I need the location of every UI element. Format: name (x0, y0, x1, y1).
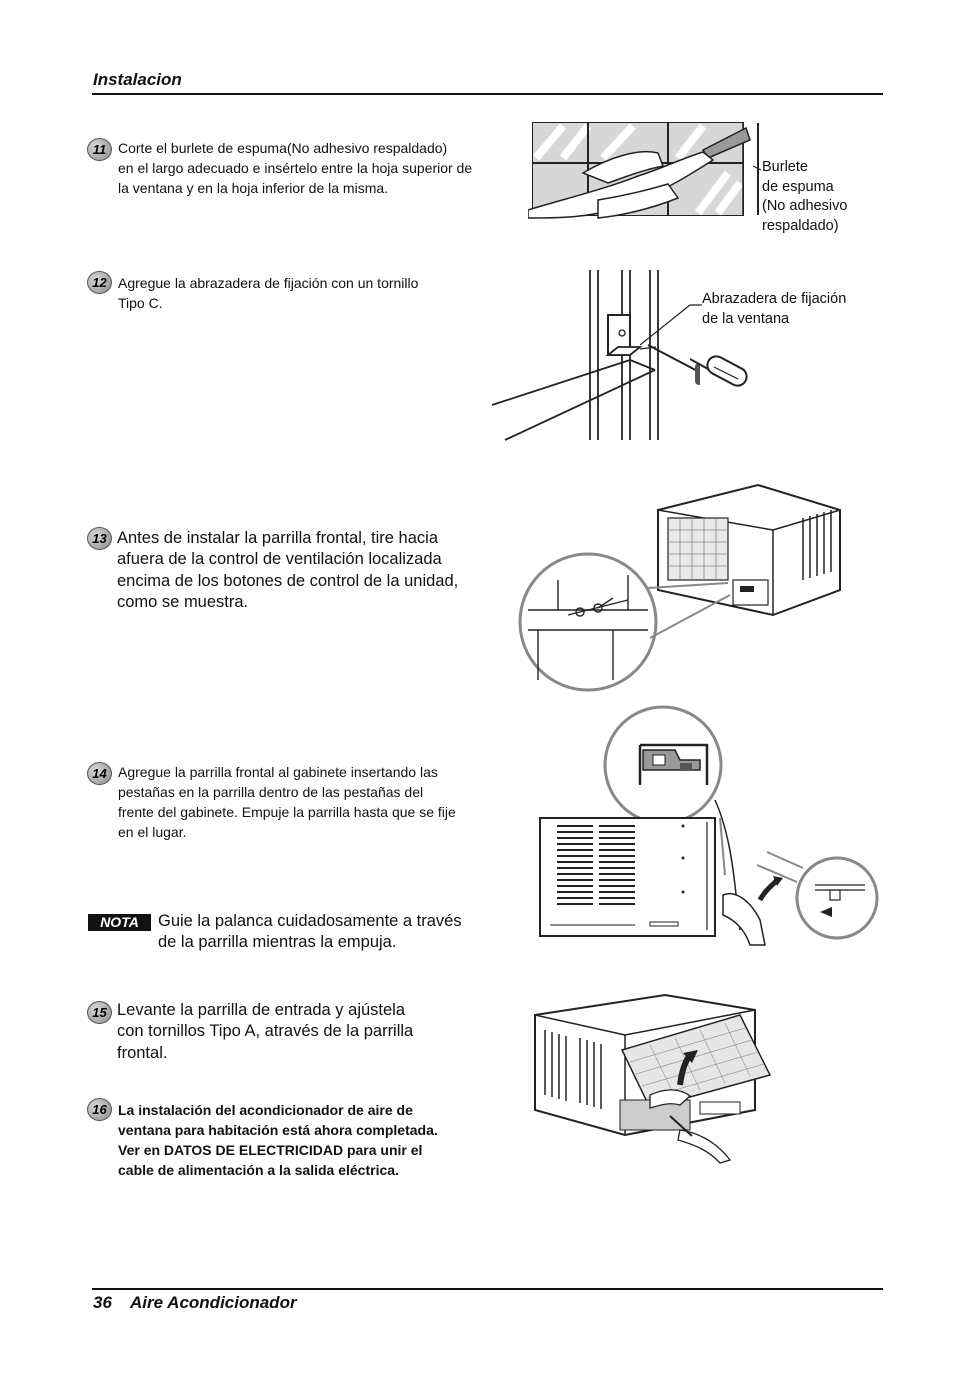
text-line: como se muestra. (117, 593, 249, 612)
bracket-figure (491, 270, 700, 441)
foam-callout: Burlete de espuma (No adhesivo respaldad… (762, 158, 847, 236)
step-12-text: Agregue la abrazadera de fijación con un… (118, 274, 418, 314)
step-13-badge: 13 (87, 527, 112, 550)
text-line: La instalación del acondicionador de air… (118, 1102, 413, 1118)
footer-label: Aire Acondicionador (130, 1293, 297, 1312)
text-line: frontal. (117, 1043, 168, 1062)
footer-rule (92, 1288, 883, 1290)
step-15-badge: 15 (87, 1001, 112, 1024)
page-header-title: Instalacion (93, 70, 182, 89)
header-rule (92, 93, 883, 95)
text-line: cable de alimentación a la salida eléctr… (118, 1161, 399, 1178)
text-line: Guie la palanca cuidadosamente a través (158, 912, 462, 930)
text-line: frente del gabinete. Empuje la parrilla … (118, 803, 456, 820)
text-line: pestañas en la parrilla dentro de las pe… (118, 783, 424, 800)
text-line: afuera de la control de ventilación loca… (117, 550, 442, 569)
text-line: Ver en DATOS DE ELECTRICIDAD para unir e… (118, 1141, 423, 1158)
step-16-text: La instalación del acondicionador de air… (118, 1101, 438, 1181)
step-14-badge: 14 (87, 762, 112, 785)
step-14-text: Agregue la parrilla frontal al gabinete … (118, 763, 456, 843)
callout-line: Abrazadera de fijación (702, 291, 847, 307)
text-line: Levante la parrilla de entrada y ajústel… (117, 1001, 406, 1019)
step-12-badge: 12 (87, 271, 112, 294)
text-line: en el largo adecuado e insértelo entre l… (118, 159, 473, 176)
step-15-text: Levante la parrilla de entrada y ajústel… (117, 1000, 413, 1064)
text-line: de la parrilla mientras la empuja. (158, 933, 397, 952)
foam-insertion-figure (528, 122, 762, 219)
inlet-grille-figure (534, 993, 772, 1164)
step-11-text: Corte el burlete de espuma(No adhesivo r… (118, 139, 472, 199)
text-line: Agregue la parrilla frontal al gabinete … (118, 764, 438, 780)
callout-line: Burlete (762, 159, 808, 175)
page-footer: 36 Aire Acondicionador (93, 1293, 297, 1313)
vent-control-figure (518, 483, 841, 692)
bracket-callout: Abrazadera de fijación de la ventana (702, 290, 846, 329)
callout-line: (No adhesivo (762, 198, 848, 215)
note-badge: NOTA (88, 914, 151, 931)
text-line: Agregue la abrazadera de fijación con un… (118, 275, 419, 291)
text-line: encima de los botones de control de la u… (117, 571, 459, 590)
bracket-leader-line (640, 304, 702, 346)
step-13-text: Antes de instalar la parrilla frontal, t… (117, 528, 458, 614)
page-number: 36 (93, 1293, 112, 1312)
text-line: Tipo C. (118, 294, 163, 311)
text-line: Corte el burlete de espuma(No adhesivo r… (118, 140, 448, 156)
callout-line: respaldado) (762, 217, 839, 234)
callout-line: de la ventana (702, 310, 790, 327)
grille-attach-figure (539, 705, 879, 946)
text-line: con tornillos Tipo A, através de la parr… (117, 1022, 414, 1041)
text-line: ventana para habitación está ahora compl… (118, 1121, 438, 1138)
text-line: en el lugar. (118, 823, 187, 840)
callout-line: de espuma (762, 178, 834, 195)
screwdriver-icon (690, 355, 748, 387)
text-line: la ventana y en la hoja inferior de la m… (118, 179, 389, 196)
note-text: Guie la palanca cuidadosamente a través … (158, 911, 462, 954)
step-16-badge: 16 (87, 1098, 112, 1121)
step-11-badge: 11 (87, 138, 112, 161)
text-line: Antes de instalar la parrilla frontal, t… (117, 529, 438, 547)
